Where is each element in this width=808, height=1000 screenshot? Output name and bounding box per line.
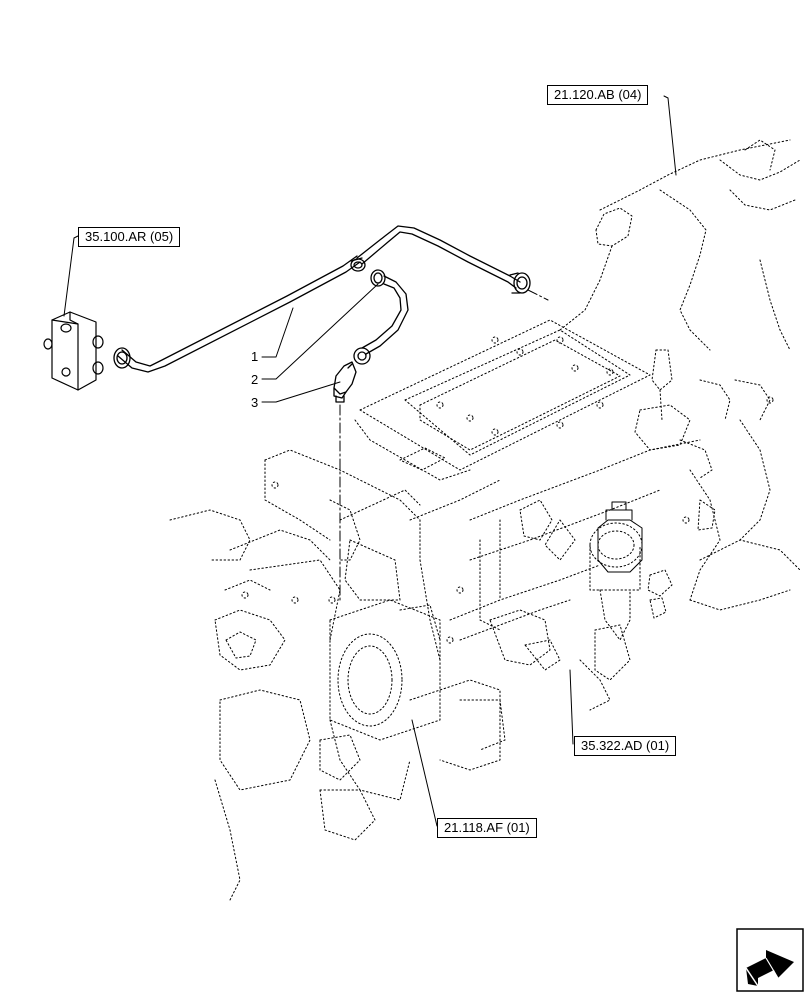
callout-2: 2 — [251, 372, 259, 387]
pipe-part-1 — [113, 225, 531, 373]
callout-1: 1 — [251, 349, 259, 364]
assembly-line-top — [527, 289, 549, 301]
reference-label-35-100-ar[interactable]: 35.100.AR (05) — [78, 227, 181, 247]
reference-label-35-322-ad[interactable]: 35.322.AD (01) — [574, 736, 677, 756]
connector-block — [43, 311, 104, 391]
pipe-part-2 — [353, 269, 409, 365]
callout-3: 3 — [251, 395, 259, 410]
leader-lines — [63, 95, 677, 827]
reference-label-21-118-af[interactable]: 21.118.AF (01) — [437, 818, 537, 838]
transmission-housing-outline — [169, 139, 801, 901]
next-page-arrow-icon — [736, 928, 804, 992]
reference-label-21-120-ab[interactable]: 21.120.AB (04) — [547, 85, 649, 105]
elbow-fitting-part-3 — [333, 361, 357, 403]
valve-body — [597, 501, 643, 573]
